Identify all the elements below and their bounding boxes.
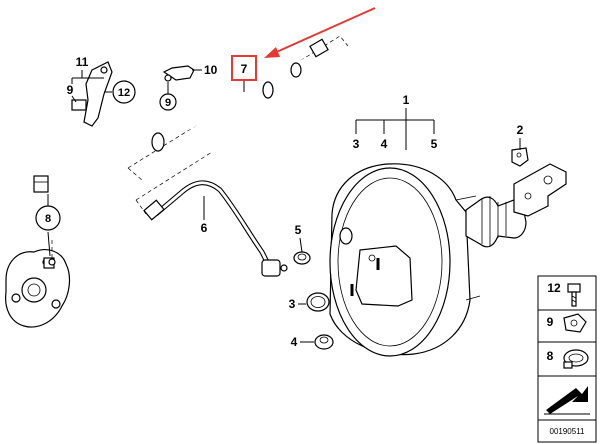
legend-number-12: 12 [547,281,561,295]
legend-number-9: 9 [547,315,554,329]
callout-3-booster: 3 [353,137,360,151]
legend-panel: 12 9 8 00190511 [537,275,597,443]
callout-6: 6 [201,221,208,235]
vacuum-hose-7 [33,38,329,193]
pipe-group-frame [135,151,213,215]
bracket-11 [71,61,113,127]
hose-clip-icon [563,313,587,333]
callout-7: 7 [241,62,248,76]
callout-1: 1 [403,93,410,107]
hose-group-frame [127,35,349,181]
callout-5-booster: 5 [431,137,438,151]
hose-clamp-icon [563,349,589,369]
diagram-code: 00190511 [550,427,586,436]
nut-5 [293,251,311,265]
arrow-icon [544,386,590,415]
callout-4-booster: 4 [381,137,388,151]
highlight-arrow [264,7,376,58]
callout-4: 4 [291,335,298,349]
callout-9-circle-upper [159,93,177,111]
o-ring-3 [306,292,330,312]
callout-12: 12 [118,87,130,99]
vacuum-pipe-6 [143,180,288,277]
callout-8: 8 [45,213,51,225]
callout-9-upper: 9 [165,97,171,109]
leader-lines [47,69,521,343]
clip-10 [162,65,195,82]
bolt-icon [567,283,581,307]
callout-8-circle [35,205,61,231]
highlight-box [231,55,257,81]
callout-9-left: 9 [67,83,74,97]
vacuum-pump [5,238,71,328]
callout-10: 10 [204,63,218,77]
brake-booster [329,163,567,357]
callout-3: 3 [289,297,296,311]
callout-12-circle [112,80,136,104]
nut-4 [314,334,334,350]
legend-number-8: 8 [547,349,554,363]
callout-11: 11 [76,55,89,69]
callout-5: 5 [295,223,302,237]
callout-2: 2 [517,123,524,137]
callout-labels: 1 3 4 5 2 7 10 9 11 9 12 8 6 5 3 4 [35,55,524,349]
clip-2 [511,147,529,167]
